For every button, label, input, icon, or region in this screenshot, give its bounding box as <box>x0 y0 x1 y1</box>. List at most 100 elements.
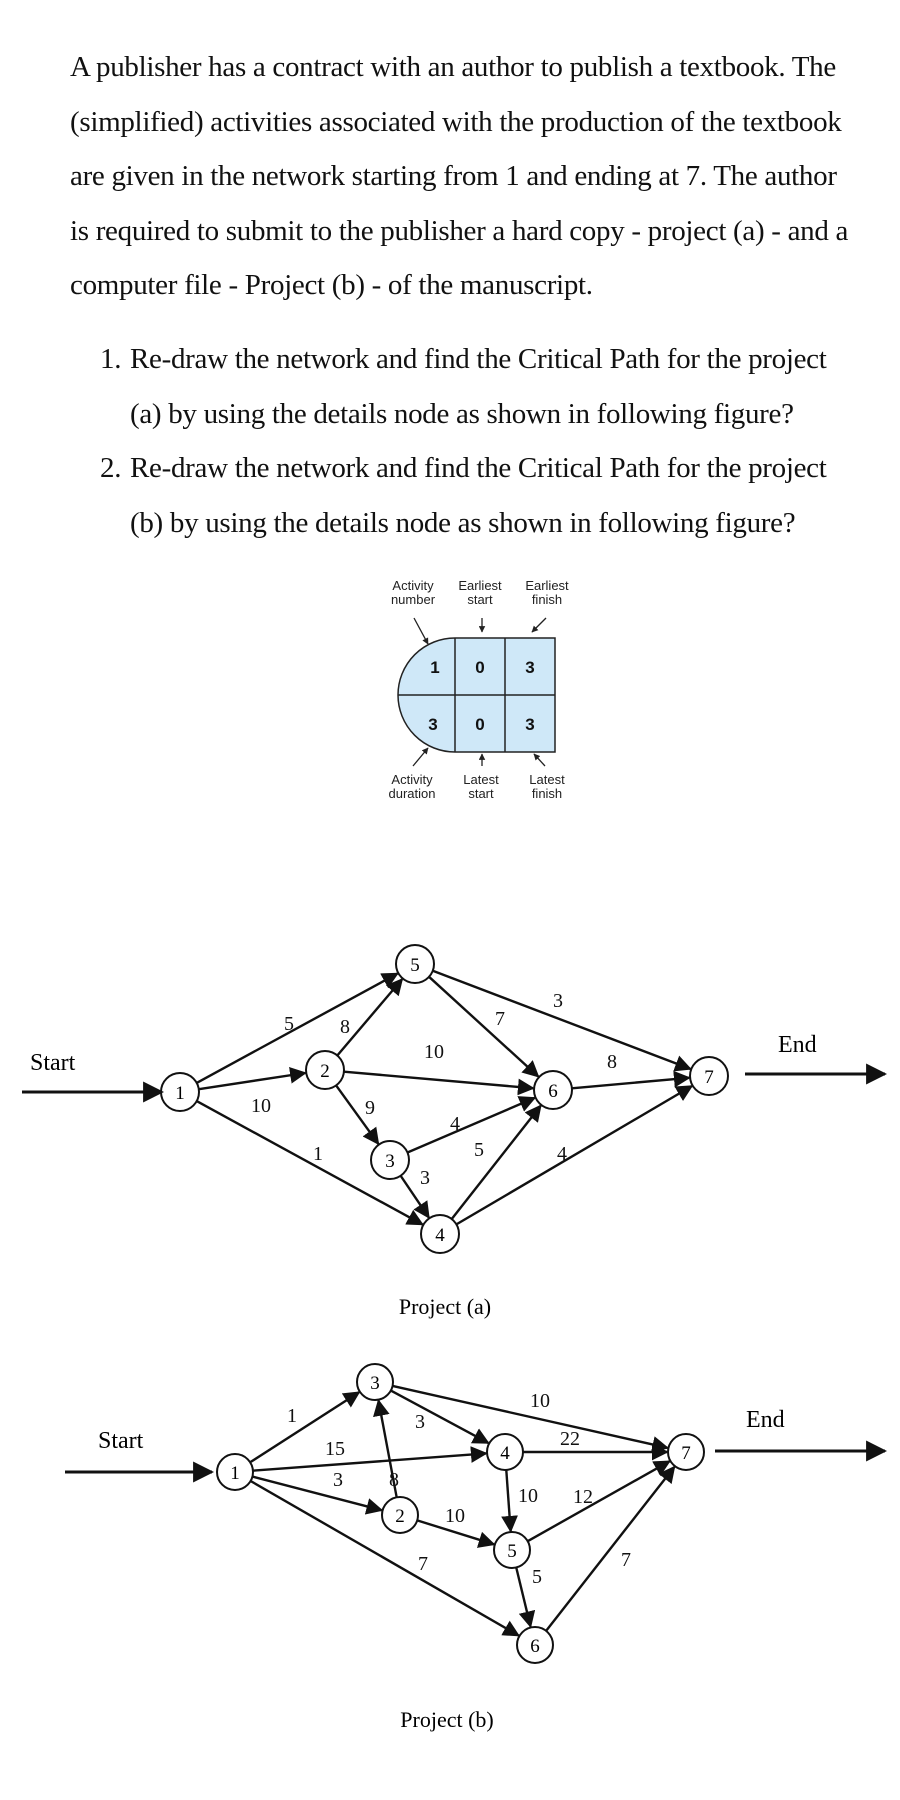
project-a-node-4 <box>420 1214 460 1254</box>
project-a-node-3 <box>370 1140 410 1180</box>
project-b-node-4 <box>486 1433 524 1471</box>
project-a-edge-label-3-4: 3 <box>420 1167 430 1189</box>
project-b-edge-1-3 <box>249 1391 361 1464</box>
legend-earliest-start-value: 0 <box>475 658 484 677</box>
legend-pointer-arrow <box>533 753 546 767</box>
project-a-edge-5-6 <box>428 975 540 1078</box>
legend-latest-finish-label-2: finish <box>532 786 562 801</box>
legend-activity-number-label: Activity <box>392 578 434 593</box>
project-a-edge-4-6 <box>450 1104 542 1220</box>
project-a-edge-1-2 <box>198 1066 307 1091</box>
project-a-edge-label-3-6: 4 <box>450 1113 460 1135</box>
legend-latest-start-value: 0 <box>475 715 484 734</box>
project-b-edge-1-6 <box>249 1479 520 1637</box>
project-a-title: Project (a) <box>399 1294 491 1319</box>
legend-activity-duration-value: 3 <box>428 715 437 734</box>
legend-activity-duration-label-2: duration <box>389 786 436 801</box>
project-b-edge-4-5 <box>501 1469 518 1533</box>
project-a-edge-1-5 <box>196 972 399 1084</box>
question-text: Re-draw the network and find the Critica… <box>130 452 827 539</box>
question-number: 1. <box>100 343 122 375</box>
project-a-node-label-2: 2 <box>320 1061 330 1082</box>
project-b-node-3 <box>356 1363 394 1401</box>
project-b-node-6 <box>516 1626 554 1664</box>
project-a-edge-label-1-5: 5 <box>284 1013 294 1035</box>
project-a-start-label: Start <box>30 1050 76 1076</box>
project-a-edge-5-7 <box>432 969 692 1072</box>
project-a-edge-2-6 <box>343 1070 535 1096</box>
project-b-edge-label-1-6: 7 <box>418 1553 428 1575</box>
project-b-edge-label-3-7: 10 <box>530 1390 550 1412</box>
project-b-end-label: End <box>746 1407 785 1433</box>
node-legend-figure: Activity number Earliest start Earliest … <box>389 578 570 801</box>
project-a-edge-label-5-7: 3 <box>553 990 563 1012</box>
project-a-edge-label-2-5: 8 <box>340 1016 350 1038</box>
project-b-node-2 <box>381 1496 419 1534</box>
legend-earliest-finish-value: 3 <box>525 658 534 677</box>
project-b-edge-3-7 <box>392 1384 670 1453</box>
project-a-edge-3-6 <box>406 1096 537 1154</box>
project-a-edge-label-1-4: 1 <box>313 1143 323 1165</box>
project-b-edge-label-5-6: 5 <box>532 1566 542 1588</box>
project-a-node-5 <box>395 944 435 984</box>
legend-latest-finish-value: 3 <box>525 715 534 734</box>
project-a-edge-6-7 <box>571 1070 691 1090</box>
project-b-node-label-2: 2 <box>395 1506 405 1527</box>
project-a-end-label: End <box>778 1032 817 1058</box>
project-a-edge-2-3 <box>335 1084 380 1146</box>
project-b-node-label-4: 4 <box>500 1443 510 1464</box>
question-list: 1. Re-draw the network and find the Crit… <box>100 332 860 550</box>
legend-earliest-finish-label: Earliest <box>525 578 569 593</box>
project-b-edge-label-1-3: 1 <box>287 1405 297 1427</box>
project-b-title: Project (b) <box>400 1707 493 1732</box>
legend-earliest-finish-label-2: finish <box>532 592 562 607</box>
project-a-edge-label-2-6: 10 <box>424 1041 444 1063</box>
project-b-edge-label-3-4: 3 <box>415 1411 425 1433</box>
project-a-edge-2-5 <box>336 977 404 1057</box>
project-a-node-label-6: 6 <box>548 1081 558 1102</box>
question-item: 2. Re-draw the network and find the Crit… <box>100 441 860 550</box>
project-b-edge-1-4 <box>252 1446 488 1472</box>
project-b-edge-label-2-5: 10 <box>445 1505 465 1527</box>
legend-activity-number-label-2: number <box>391 592 436 607</box>
question-number: 2. <box>100 452 122 484</box>
project-a-node-label-4: 4 <box>435 1225 445 1246</box>
project-b-node-label-6: 6 <box>530 1636 540 1657</box>
legend-latest-start-label: Latest <box>463 772 499 787</box>
project-b-edge-2-3 <box>373 1399 398 1498</box>
project-a-node-label-7: 7 <box>704 1067 714 1088</box>
project-a-edge-label-1-2: 10 <box>251 1095 271 1117</box>
legend-latest-start-label-2: start <box>468 786 494 801</box>
project-a-edge-label-4-7: 4 <box>557 1143 567 1165</box>
project-a-node-label-5: 5 <box>410 955 420 976</box>
project-a-edge-1-4 <box>196 1100 424 1226</box>
project-b-node-7 <box>667 1433 705 1471</box>
project-b-edge-label-4-5: 10 <box>518 1485 538 1507</box>
problem-intro: A publisher has a contract with an autho… <box>70 51 849 301</box>
project-b-start-label: Start <box>98 1428 144 1454</box>
project-a-node-2 <box>305 1050 345 1090</box>
project-a-edge-3-4 <box>399 1175 430 1219</box>
project-b-edge-5-6 <box>515 1567 536 1629</box>
question-item: 1. Re-draw the network and find the Crit… <box>100 332 860 441</box>
legend-activity-duration-label: Activity <box>391 772 433 787</box>
project-a-node-label-1: 1 <box>175 1083 185 1104</box>
project-b-edge-3-4 <box>390 1389 490 1445</box>
project-a-node-7 <box>689 1056 729 1096</box>
legend-earliest-start-label: Earliest <box>458 578 502 593</box>
project-a-edge-label-6-7: 8 <box>607 1051 617 1073</box>
project-b-edge-2-5 <box>416 1519 496 1548</box>
project-b-edge-1-2 <box>252 1475 384 1515</box>
project-b-node-label-1: 1 <box>230 1463 240 1484</box>
project-b-node-label-3: 3 <box>370 1373 380 1394</box>
project-b-node-label-5: 5 <box>507 1541 517 1562</box>
legend-pointer-arrow <box>413 617 429 645</box>
legend-pointer-arrow <box>412 747 429 767</box>
project-b-edge-label-5-7: 12 <box>573 1486 593 1508</box>
project-b-edge-label-4-7: 22 <box>560 1428 580 1450</box>
project-b-edge-label-1-4: 15 <box>325 1438 345 1460</box>
legend-latest-finish-label: Latest <box>529 772 565 787</box>
project-b-edge-6-7 <box>545 1465 676 1632</box>
